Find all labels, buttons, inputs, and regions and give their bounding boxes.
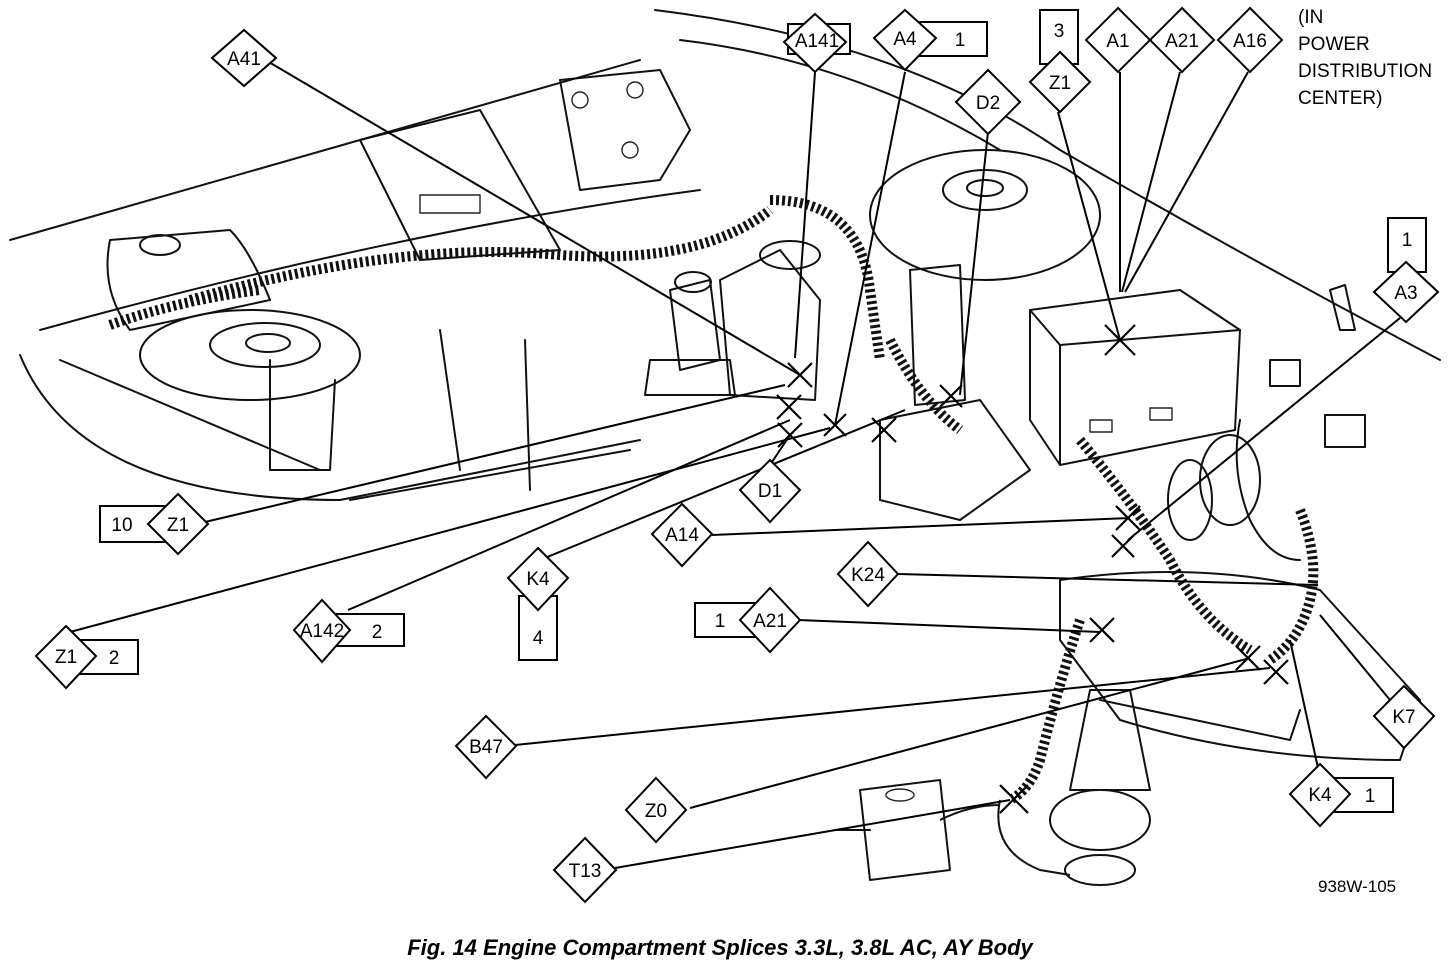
callout-t13-label: T13	[569, 861, 602, 882]
callout-z1-left-num: 10	[111, 515, 132, 536]
splice-mark-a3	[1111, 534, 1135, 558]
splice-mark-a4	[823, 413, 847, 437]
callout-a141-label: A141	[795, 31, 839, 52]
leader-z1-top	[1057, 111, 1121, 341]
callout-d2: D2	[954, 68, 1022, 136]
callout-a21-top-label: A21	[1165, 31, 1199, 52]
leader-z0	[689, 657, 1251, 809]
callout-z1-bottom: 2 Z1	[34, 624, 139, 690]
callout-z1-top: 3 Z1	[1028, 9, 1092, 114]
callout-k4-mid-num: 4	[533, 628, 544, 649]
callout-a21-mid-label: A21	[753, 611, 787, 632]
callout-a16-label: A16	[1233, 31, 1267, 52]
callout-a41: A41	[210, 28, 278, 88]
splice-mark-d2	[939, 384, 963, 408]
splice-mark-k4-mid	[871, 417, 897, 443]
callout-a16: A16	[1216, 6, 1284, 74]
leader-a4	[834, 71, 906, 426]
figure-number: 938W-105	[1318, 877, 1396, 896]
callout-z1-bottom-label: Z1	[55, 647, 77, 668]
callout-k4-mid-label: K4	[526, 569, 550, 590]
callout-a4: 1 A4	[872, 8, 988, 72]
callout-a21-top: A21	[1148, 6, 1216, 74]
callout-a41-label: A41	[227, 49, 261, 70]
leader-t13	[614, 799, 1011, 869]
pdc-note: (IN POWER DISTRIBUTION CENTER)	[1298, 7, 1432, 109]
callout-a21-mid: 1 A21	[694, 586, 802, 654]
callout-k4-right-num: 1	[1365, 786, 1376, 807]
leader-lines	[69, 57, 1401, 869]
callout-b47: B47	[454, 714, 518, 780]
callout-d2-label: D2	[976, 93, 1000, 114]
leader-a21-top	[1121, 71, 1181, 293]
callout-k7: K7	[1372, 684, 1436, 750]
callout-d1-label: D1	[758, 481, 782, 502]
callout-z0-label: Z0	[645, 801, 667, 822]
leader-a141	[794, 71, 816, 359]
leader-d2	[959, 131, 989, 396]
leader-a21-mid	[797, 619, 1101, 633]
leader-k24	[897, 573, 1319, 586]
callout-z1-top-label: Z1	[1049, 73, 1071, 94]
leader-z1-bottom	[69, 427, 831, 633]
callout-a21-mid-num: 1	[715, 611, 726, 632]
callout-a3: 1 A3	[1372, 217, 1440, 324]
callout-a3-num: 1	[1402, 230, 1413, 251]
leader-z1-left	[204, 384, 786, 523]
splice-mark-t13	[999, 784, 1029, 814]
callout-k4-right: 1 K4	[1288, 762, 1394, 828]
splice-mark-pdc	[1104, 324, 1136, 356]
callout-z1-left-label: Z1	[167, 515, 189, 536]
pdc-note-line-1: (IN	[1298, 7, 1323, 28]
leader-a14	[711, 517, 1131, 536]
splice-mark-z1-left	[776, 394, 802, 420]
splice-mark-a21-mid	[1089, 617, 1115, 643]
callout-a4-num: 1	[955, 30, 966, 51]
splice-mark-d1	[777, 422, 803, 448]
splice-marks	[776, 324, 1289, 814]
pdc-note-line-4: CENTER)	[1298, 88, 1382, 109]
leader-k4-mid	[539, 409, 906, 561]
leader-a3	[1127, 317, 1401, 541]
splice-mark-a41	[787, 362, 813, 388]
callout-a1-label: A1	[1106, 31, 1129, 52]
callout-t13: T13	[552, 836, 618, 904]
callout-b47-label: B47	[469, 737, 503, 758]
callout-k4-right-label: K4	[1308, 785, 1332, 806]
callout-z1-bottom-num: 2	[109, 648, 120, 669]
leader-a41	[261, 57, 801, 376]
callout-a142-label: A142	[300, 621, 344, 642]
leader-k7	[1319, 614, 1391, 701]
callout-a3-label: A3	[1394, 283, 1417, 304]
callout-a142: 2 A142	[292, 598, 405, 664]
callout-a1: A1	[1084, 6, 1152, 74]
callout-z1-top-num: 3	[1054, 21, 1065, 42]
callout-k24-label: K24	[851, 565, 885, 586]
pdc-note-line-3: DISTRIBUTION	[1298, 61, 1432, 82]
callouts: A41 A141 1 A4 3 Z1 A1 A21	[34, 6, 1440, 904]
callout-k24: K24	[836, 540, 900, 608]
callout-d1: D1	[738, 458, 802, 524]
callout-a141: A141	[782, 12, 851, 74]
splice-mark-z0	[1235, 645, 1261, 671]
pdc-note-line-2: POWER	[1298, 34, 1370, 55]
leader-a142	[347, 419, 791, 611]
callout-a142-num: 2	[372, 622, 383, 643]
callout-z0: Z0	[624, 776, 688, 844]
callout-z1-left: 10 Z1	[99, 492, 210, 556]
figure-caption: Fig. 14 Engine Compartment Splices 3.3L,…	[407, 935, 1034, 960]
splice-mark-b47	[1263, 659, 1289, 685]
callout-a14-label: A14	[665, 525, 699, 546]
callout-k7-label: K7	[1392, 707, 1415, 728]
leader-k4-right	[1289, 639, 1319, 769]
callout-a4-label: A4	[893, 29, 917, 50]
callout-k4-mid: 4 K4	[506, 546, 570, 661]
splice-mark-a14	[1115, 505, 1141, 531]
callout-a14: A14	[650, 502, 714, 568]
leader-a16	[1124, 71, 1249, 293]
leader-b47	[514, 667, 1271, 746]
